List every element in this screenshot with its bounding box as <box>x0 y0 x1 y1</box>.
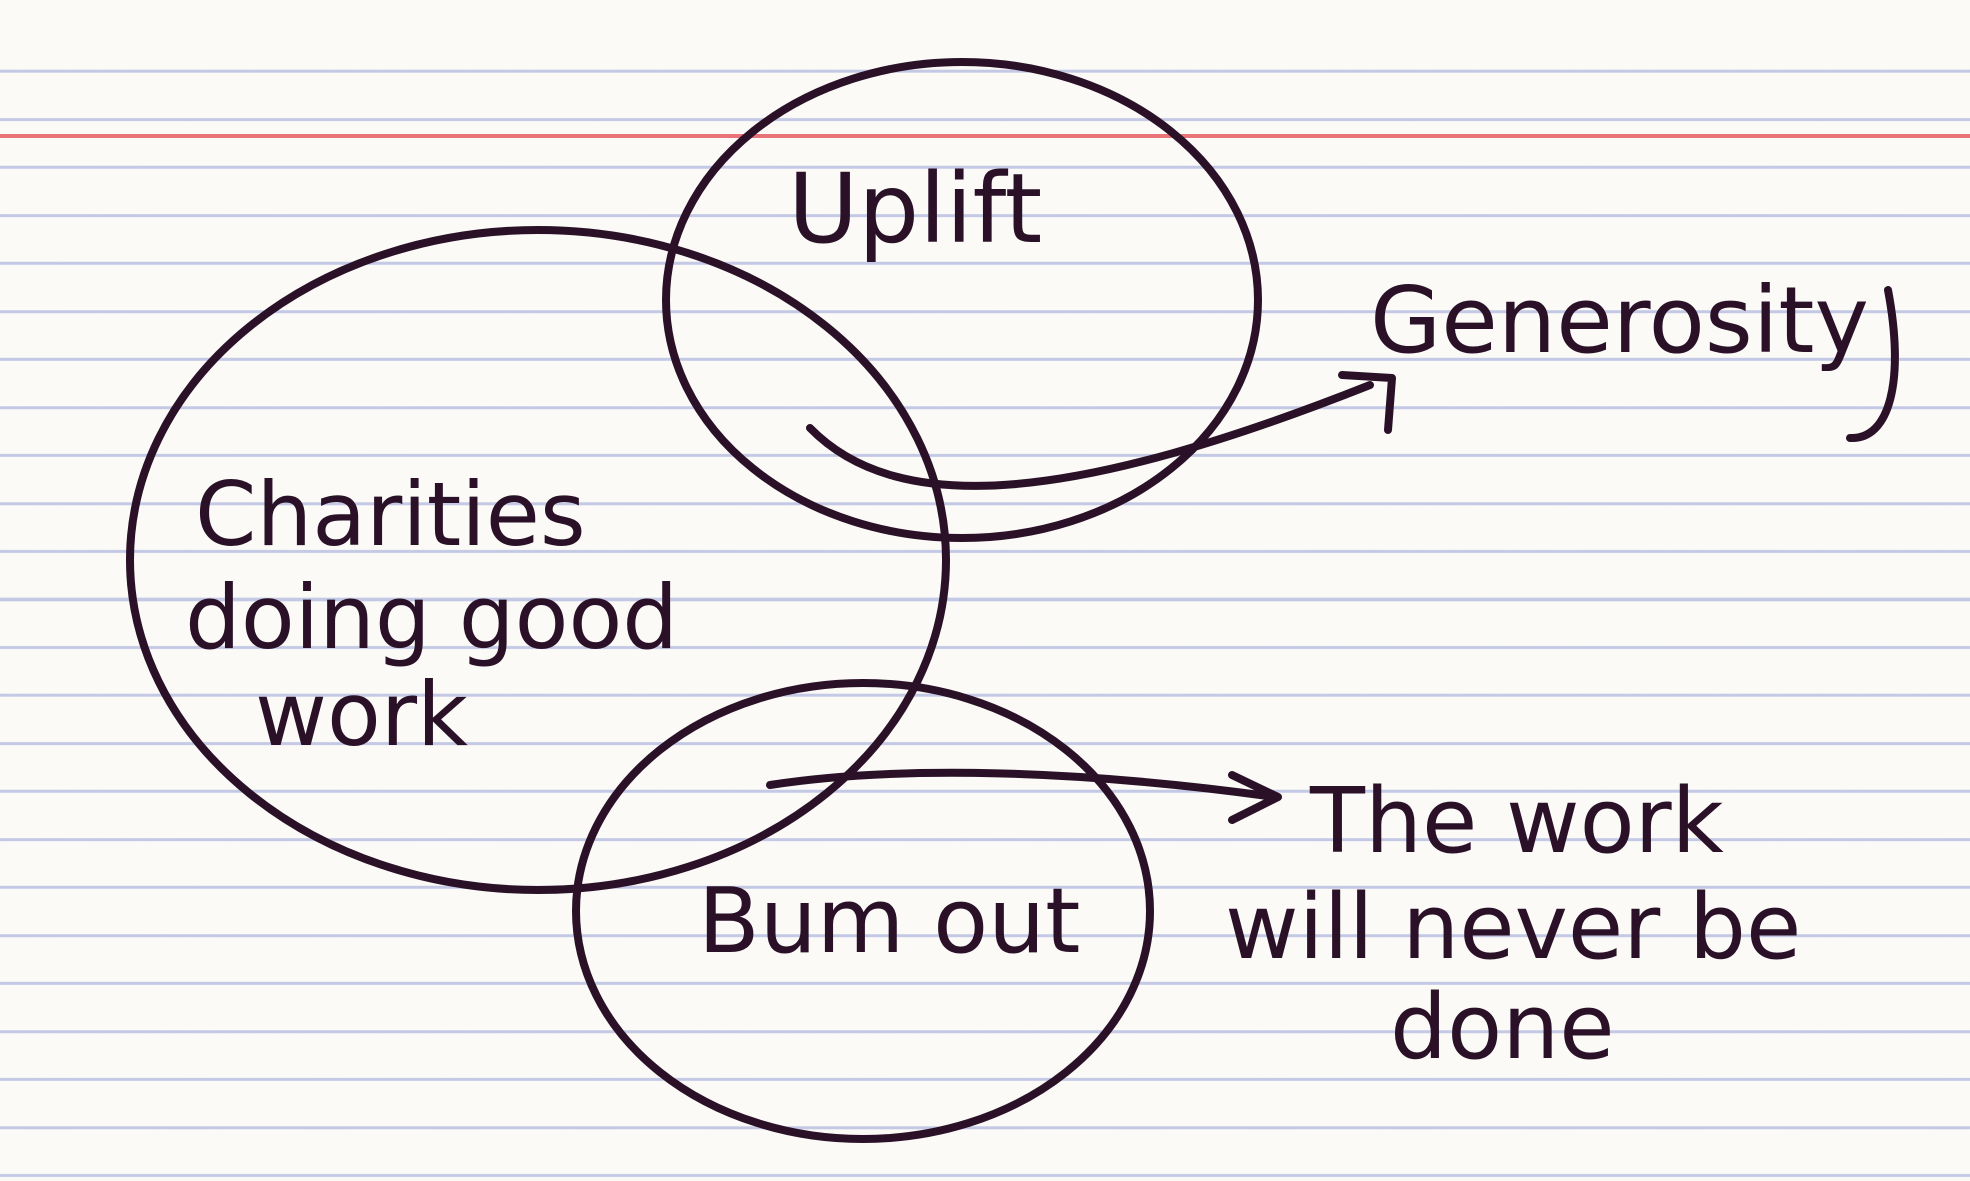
work-label-line-3: done <box>1390 975 1615 1080</box>
burnout-label: Bum out <box>698 869 1080 974</box>
generosity-hook <box>1846 286 1899 443</box>
work-label-line-1: The work <box>1309 769 1724 874</box>
burnout-to-work-arrow <box>766 768 1279 801</box>
red-header-rule <box>0 134 1970 138</box>
charities-label-line-3: work <box>255 663 468 766</box>
work-label-line-2: will never be <box>1225 875 1801 980</box>
burnout-circle <box>572 679 1154 1143</box>
uplift-label: Uplift <box>788 153 1042 265</box>
uplift-to-generosity-arrow <box>806 381 1374 490</box>
charities-label-line-2: doing good <box>185 566 678 669</box>
uplift-circle <box>662 58 1262 542</box>
charities-circle <box>126 226 950 894</box>
work-arrowhead <box>1228 771 1282 824</box>
charities-label-line-1: Charities <box>195 463 586 566</box>
generosity-label: Generosity <box>1370 267 1869 374</box>
generosity-arrowhead <box>1338 371 1396 434</box>
